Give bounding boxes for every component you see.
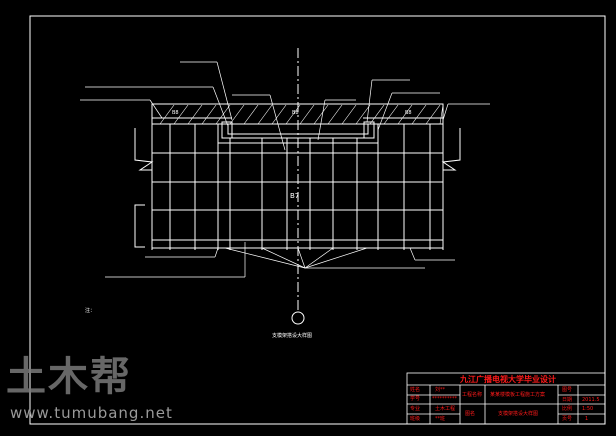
watermark-url: www.tumubang.net [10, 404, 173, 422]
tb-label-class: 班级 [410, 416, 421, 422]
tb-value-name: 刘** [435, 387, 446, 393]
hatch-line [299, 104, 315, 125]
tb-r-value-2: 1:50 [582, 406, 594, 412]
tb-value-class: **班 [435, 416, 446, 422]
tb-label-id: 学号 [410, 396, 421, 402]
hatch-line [257, 104, 273, 125]
tb-project-value: 某某楼模板工程施工方案 [490, 392, 546, 398]
tb-drawing-value: 支模架搭设大样图 [498, 411, 539, 417]
hatch-line [229, 104, 245, 125]
title-block-title: 九江广播电视大学毕业设计 [460, 375, 556, 384]
hatch-line [425, 104, 441, 125]
slab-label-mid: B8 [292, 110, 299, 116]
hatch-line [201, 104, 217, 125]
slab [151, 103, 444, 139]
watermark-logo: 土木帮 [6, 353, 132, 400]
slab-hatch [159, 104, 444, 125]
detail-caption: 支模架搭设大样图 [272, 333, 313, 339]
note-text: 注： [85, 308, 96, 314]
hatch-line [411, 104, 427, 125]
slab-label-left: B8 [172, 110, 179, 116]
hatch-line [355, 104, 371, 125]
break-lines [134, 128, 461, 248]
hatch-line [215, 104, 231, 125]
tb-label-major: 专业 [410, 406, 421, 412]
hatch-line [341, 104, 357, 125]
tb-drawing-label: 图名 [465, 411, 476, 417]
leader-lines [80, 61, 490, 278]
hatch-line [243, 104, 259, 125]
axis-bubble [291, 311, 305, 325]
slab-label-right: B8 [405, 110, 412, 116]
hatch-line [173, 104, 189, 125]
center-label: B7 [290, 192, 300, 200]
hatch-line [285, 104, 301, 125]
hatch-line [159, 104, 175, 125]
tb-r-label-1: 日期 [562, 397, 573, 403]
tb-r-label-2: 比例 [562, 406, 573, 412]
hatch-line [383, 104, 399, 125]
tb-r-label-3: 页号 [562, 416, 573, 422]
hatch-line [439, 104, 444, 125]
hatch-line [313, 104, 329, 125]
title-block-grid [406, 372, 606, 425]
tb-value-id: ********** [432, 396, 457, 402]
drawing-frame [29, 15, 606, 425]
tb-value-major: 土木工程 [435, 406, 456, 412]
hatch-line [271, 104, 287, 125]
hatch-line [397, 104, 413, 125]
hatch-line [369, 104, 385, 125]
hatch-line [327, 104, 343, 125]
tb-r-label-0: 图号 [562, 387, 573, 393]
tb-project-label: 工程名称 [462, 392, 483, 398]
scaffold [151, 124, 444, 250]
tb-label-name: 姓名 [410, 387, 421, 393]
tb-r-value-1: 2011.5 [582, 397, 600, 403]
hatch-line [187, 104, 203, 125]
tb-r-value-3: 1 [585, 416, 589, 422]
